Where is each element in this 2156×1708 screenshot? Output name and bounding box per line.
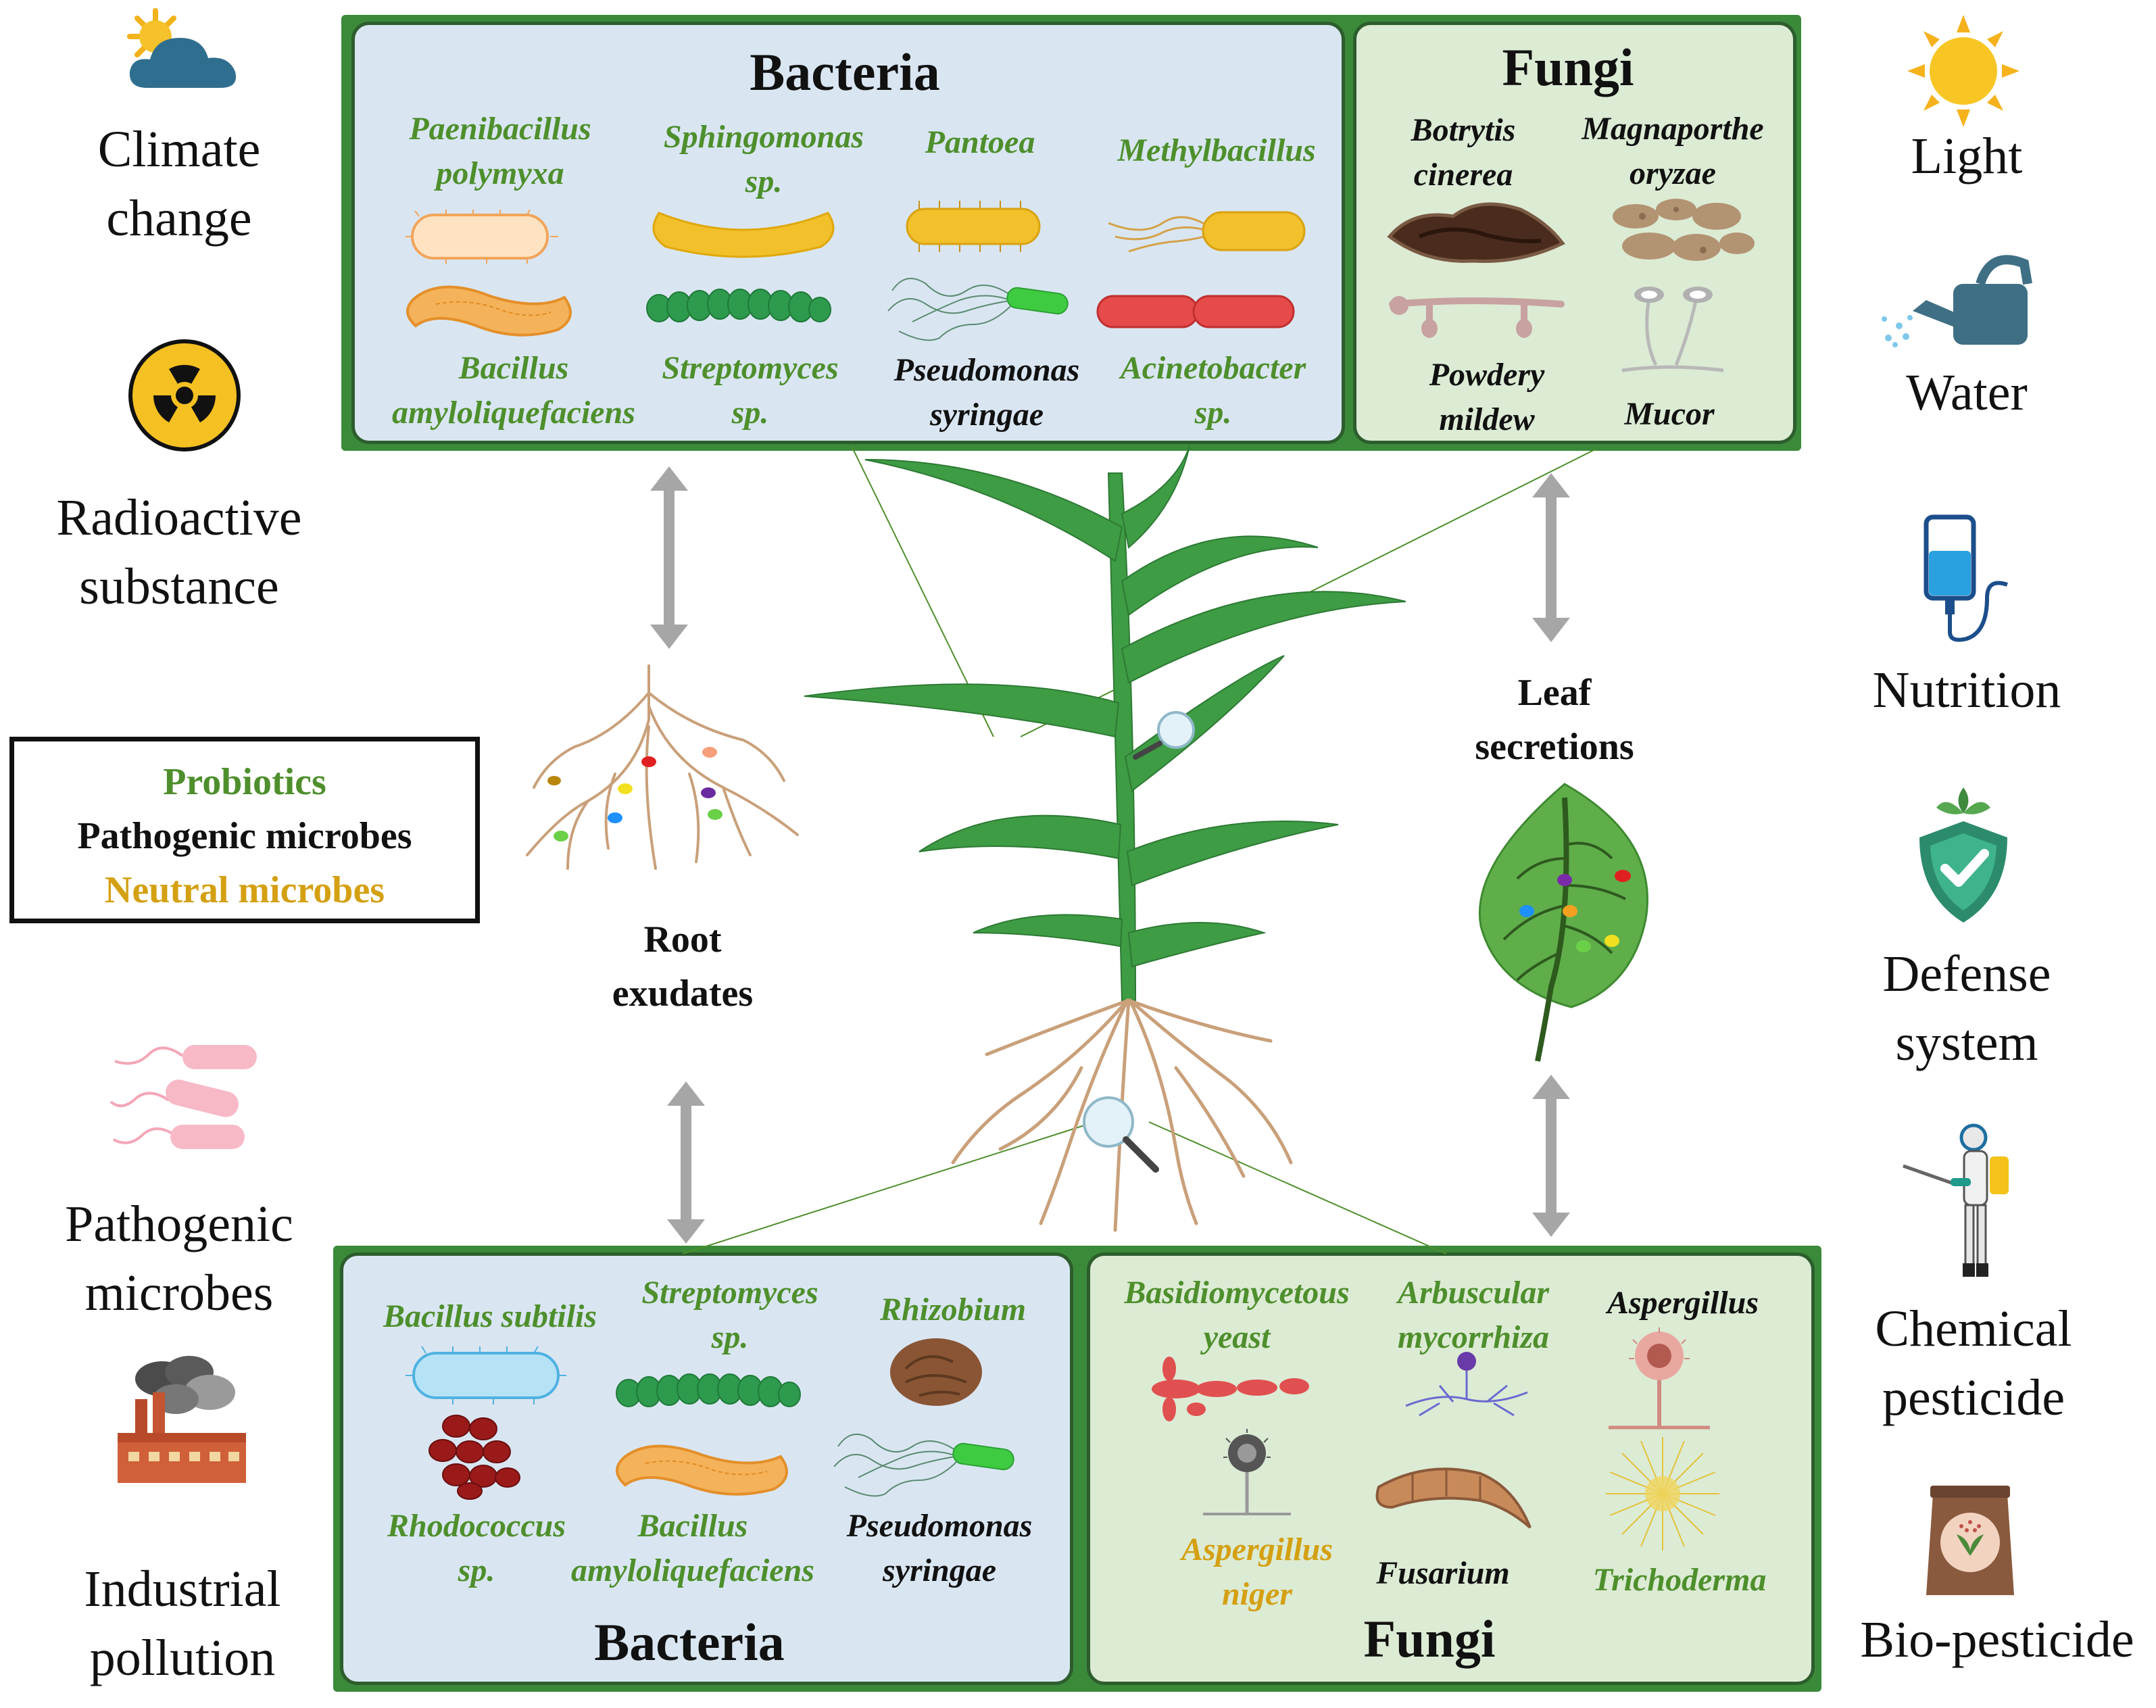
sprayer-person-icon xyxy=(1903,1123,2009,1277)
species-methylbacillus: Methylbacillus xyxy=(1117,132,1316,168)
legend-pathogenic: Pathogenic microbes xyxy=(77,815,412,857)
factory-icon xyxy=(118,1356,246,1483)
species-mucor: Mucor xyxy=(1624,396,1715,432)
paenibacillus-cell-icon xyxy=(406,209,558,264)
botrytis-icon xyxy=(1387,202,1565,263)
bottom-fungi-title: Fungi xyxy=(1363,1609,1496,1668)
factor-light: Light xyxy=(1911,128,2023,185)
sun-icon xyxy=(1907,15,2019,127)
yeast-cells-icon xyxy=(1152,1357,1309,1421)
streptomyces-chain-icon-bottom xyxy=(616,1373,801,1407)
maize-plant-icon xyxy=(804,445,1406,1232)
powdery-mildew-icon xyxy=(1389,296,1565,338)
species-bacillus-subtilis: Bacillus subtilis xyxy=(383,1298,597,1334)
shield-check-icon xyxy=(1919,787,2007,923)
arrow-bottom-left xyxy=(667,1081,705,1244)
arrow-top-left xyxy=(650,466,688,649)
factor-radioactive-substance: Radioactive substance xyxy=(56,489,302,615)
pseudomonas-cell-icon-top xyxy=(887,278,1069,341)
arrow-bottom-right xyxy=(1532,1075,1570,1237)
species-rhizobium: Rhizobium xyxy=(879,1292,1027,1327)
acinetobacter-cell-icon xyxy=(1096,295,1295,328)
bacteria-icon xyxy=(109,1045,257,1149)
pseudomonas-cell-icon-bottom xyxy=(833,1434,1014,1497)
magnaporthe-icon xyxy=(1613,199,1755,261)
mucor-icon xyxy=(1621,287,1724,372)
bottom-bacteria-title: Bacteria xyxy=(594,1613,785,1672)
streptomyces-chain-icon-top xyxy=(646,289,831,322)
rhodococcus-cluster-icon xyxy=(428,1415,520,1500)
rhizobium-nodule-icon xyxy=(890,1338,982,1406)
bacillus-subtilis-cell-icon xyxy=(406,1346,566,1405)
label-root-exudates: Root exudates xyxy=(612,919,754,1015)
arrow-top-right xyxy=(1532,473,1570,642)
factor-pathogenic-microbes: Pathogenic microbes xyxy=(65,1196,293,1321)
factor-chemical-pesticide: Chemical pesticide xyxy=(1875,1300,2072,1426)
fusarium-icon xyxy=(1375,1467,1532,1529)
bacillus-amylo-cell-icon-bottom xyxy=(616,1444,788,1496)
species-fusarium: Fusarium xyxy=(1376,1555,1510,1591)
top-fungi-title: Fungi xyxy=(1502,38,1634,97)
species-trichoderma: Trichoderma xyxy=(1592,1562,1767,1598)
methylbacillus-cell-icon xyxy=(1108,211,1306,253)
sphingomonas-cell-icon xyxy=(652,212,835,258)
top-fungi-panel xyxy=(1353,22,1796,444)
trichoderma-icon xyxy=(1606,1437,1719,1551)
leaf-icon xyxy=(1478,783,1648,1062)
pantoea-cell-icon xyxy=(906,201,1041,252)
factor-industrial-pollution: Industrial pollution xyxy=(84,1561,281,1686)
legend-box: Probiotics Pathogenic microbes Neutral m… xyxy=(9,737,480,923)
bacillus-amylo-cell-icon-top xyxy=(406,285,572,337)
watering-can-icon xyxy=(1882,255,2032,347)
factor-defense-system: Defense system xyxy=(1882,946,2051,1071)
radiation-icon xyxy=(128,339,241,452)
species-aspergillus: Aspergillus xyxy=(1607,1285,1759,1321)
factor-nutrition: Nutrition xyxy=(1872,662,2061,718)
roots-exudates-icon xyxy=(526,664,799,870)
cloud-sun-icon xyxy=(127,8,237,88)
factor-water: Water xyxy=(1906,364,2028,421)
iv-bag-icon xyxy=(1924,514,2008,642)
legend-neutral: Neutral microbes xyxy=(104,869,385,911)
factor-climate-change: Climate change xyxy=(97,121,261,247)
species-pantoea: Pantoea xyxy=(925,124,1035,160)
factor-bio-pesticide: Bio-pesticide xyxy=(1860,1611,2134,1668)
label-leaf-secretions: Leaf secretions xyxy=(1475,672,1634,768)
legend-probiotics: Probiotics xyxy=(163,761,326,803)
aspergillus-niger-icon xyxy=(1203,1429,1291,1515)
aspergillus-icon xyxy=(1609,1327,1710,1430)
top-bacteria-title: Bacteria xyxy=(750,43,940,101)
seed-bag-icon xyxy=(1926,1486,2014,1595)
mycorrhiza-icon xyxy=(1405,1352,1528,1417)
